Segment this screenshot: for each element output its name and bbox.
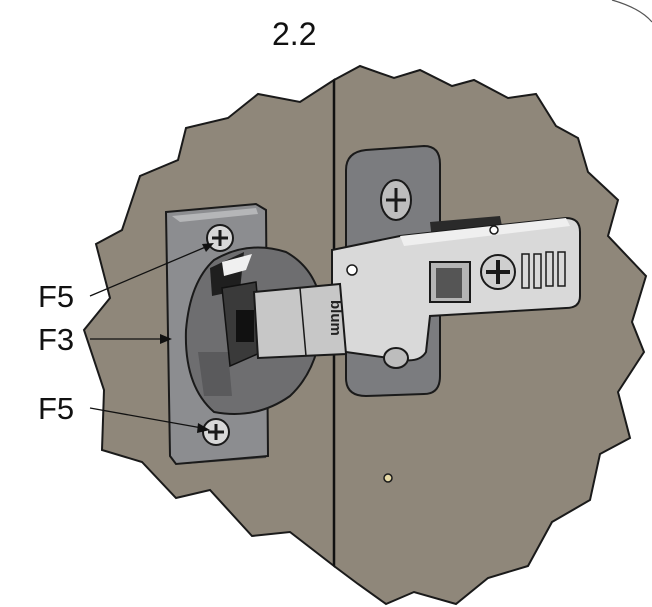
callout-f5-bottom: F5 <box>38 391 75 426</box>
brand-logo: blum <box>327 300 344 336</box>
adjustment-screw <box>480 254 516 290</box>
connecting-arm <box>252 282 348 360</box>
door-screw-bottom <box>383 347 409 369</box>
arm-top-face <box>400 218 570 246</box>
arm-rivet-top <box>489 225 499 235</box>
screw-bottom <box>202 418 230 446</box>
link-pivot <box>236 310 254 342</box>
arm-seam <box>299 287 307 357</box>
callout-f3: F3 <box>38 322 75 357</box>
arm-vent-slots <box>521 251 566 289</box>
callout-f5-top: F5 <box>38 279 75 314</box>
arm-rivet <box>346 264 358 276</box>
screw-top <box>206 224 234 252</box>
cup-slot-highlight <box>222 254 252 276</box>
page-corner-curl <box>611 0 652 23</box>
pilot-hole <box>383 473 393 483</box>
arm-slot-inner <box>436 268 462 298</box>
door-screw-top <box>380 179 412 221</box>
cup-inner-wall <box>198 352 232 396</box>
step-number: 2.2 <box>272 16 317 52</box>
leader-f5-bottom <box>89 407 210 433</box>
leader-f5-top <box>89 243 214 297</box>
leader-f3 <box>90 334 172 344</box>
plate-highlight <box>172 208 258 222</box>
